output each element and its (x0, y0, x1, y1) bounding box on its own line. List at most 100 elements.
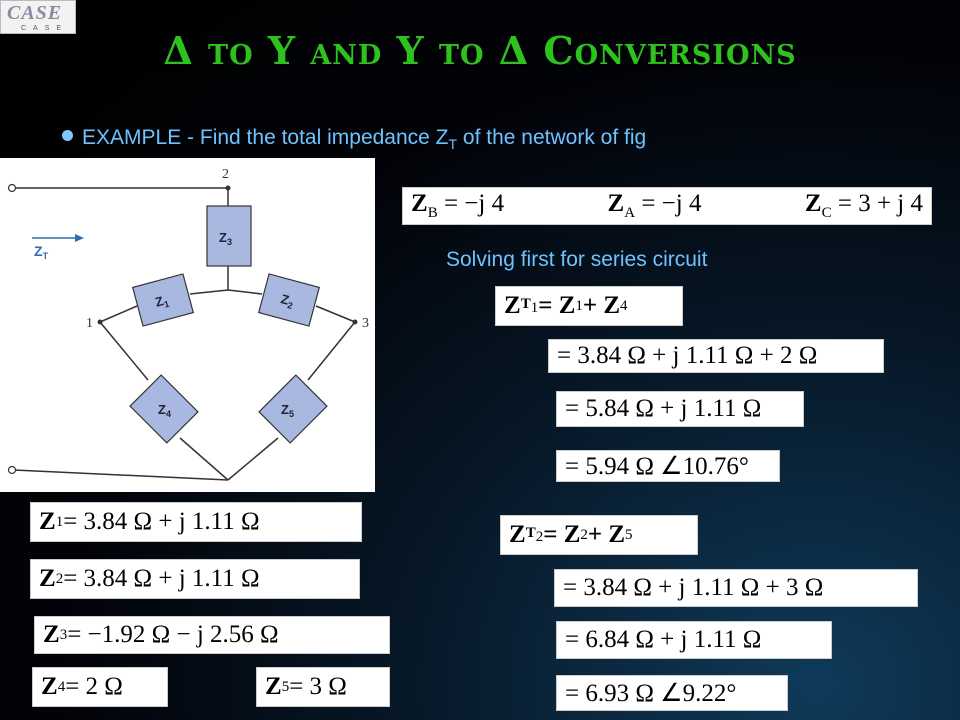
zt1-lhs-sub2: 1 (530, 299, 539, 316)
z4-box (129, 374, 199, 444)
given-zc: ZC = 3 + j 4 (805, 190, 923, 222)
series-note: Solving first for series circuit (446, 248, 708, 271)
zt-label: ZT (34, 243, 49, 261)
zt1-a: 1 (575, 297, 583, 314)
wire-z1-node1 (99, 305, 138, 323)
wire-node1-z4 (99, 321, 149, 381)
z4-label-sub: 4 (166, 409, 171, 419)
terminal-top (7, 183, 17, 193)
logo-subtext: CASE (21, 25, 69, 32)
zt2-step2: = 6.84 Ω + j 1.11 Ω (556, 621, 832, 659)
z5-box (258, 374, 328, 444)
z2-box (257, 273, 321, 327)
bullet-tail: of the network of fig (457, 126, 647, 149)
zt1-mid: + Z (582, 292, 621, 319)
zt2-mid: + Z (587, 521, 626, 548)
z4-impedance (129, 374, 199, 444)
given-zb-var: Z (411, 190, 428, 217)
z2-var: Z (39, 565, 56, 592)
z2-sub: 2 (55, 570, 64, 587)
wire-center-z1 (189, 289, 229, 295)
z3-label-main: Z (219, 230, 227, 245)
zt2-lhs-sub: T2 (526, 525, 544, 546)
z5-label-main: Z (281, 402, 289, 417)
given-za: ZA = −j 4 (608, 190, 702, 222)
z3-rhs: = −1.92 Ω − j 2.56 Ω (67, 621, 279, 648)
z1-label-main: Z (153, 293, 165, 310)
example-bullet: EXAMPLE - Find the total impedance ZT of… (62, 126, 646, 152)
z1-sub: 1 (55, 513, 64, 530)
zt-label-main: Z (34, 243, 43, 259)
node-3-dot (352, 319, 358, 325)
wire-z5-bottom (227, 437, 279, 481)
z5-label-sub: 5 (289, 409, 294, 419)
z1-label-sub: 1 (163, 299, 170, 310)
wire-z4-bottom (179, 437, 229, 481)
zt1-step3: = 5.94 Ω ∠10.76° (556, 450, 780, 482)
z2-label: Z2 (279, 291, 296, 311)
given-zc-sub: C (821, 205, 832, 221)
terminal-bottom (7, 465, 17, 475)
z4-label: Z4 (158, 402, 171, 419)
given-za-sub: A (624, 205, 636, 221)
slide-title: Δ to Y and Y to Δ Conversions (163, 28, 797, 73)
node-1-dot (97, 319, 103, 325)
zt2-lhs-sub-main: T (525, 524, 536, 541)
wire-z2-node3 (315, 305, 356, 323)
wire-node3-z5 (307, 321, 356, 381)
wire-center-z2 (227, 289, 263, 295)
z1-var: Z (39, 508, 56, 535)
wire-bottom (13, 469, 229, 481)
zt-label-sub: T (43, 251, 49, 261)
zt2-lhs-sub2: 2 (535, 528, 544, 545)
z2-label-main: Z (279, 291, 291, 308)
zt1-lhs: Z (504, 292, 521, 319)
zt2-step1: = 3.84 Ω + j 1.11 Ω + 3 Ω (554, 569, 918, 607)
given-za-rhs: = −j 4 (635, 190, 702, 217)
node-1-label: 1 (86, 316, 93, 331)
zt-arrowhead-icon (75, 234, 84, 242)
bullet-dot-icon (62, 130, 73, 141)
zt1-step2: = 5.84 Ω + j 1.11 Ω (556, 391, 804, 427)
zt1-rhs: = Z (538, 292, 576, 319)
zt2-a: 2 (580, 526, 588, 543)
zt2-step3: = 6.93 Ω ∠9.22° (556, 675, 788, 711)
z4-rhs: = 2 Ω (65, 673, 123, 700)
zt1-b: 4 (620, 297, 628, 314)
zt2-rhs: = Z (543, 521, 581, 548)
bullet-sub: T (448, 136, 458, 153)
given-zc-var: Z (804, 190, 822, 217)
circuit-figure: 2 1 3 ZT Z3 Z1 Z2 Z4 Z5 (0, 158, 375, 492)
z2-rhs: = 3.84 Ω + j 1.11 Ω (63, 565, 260, 592)
z3-var: Z (43, 621, 60, 648)
z5-label: Z5 (281, 402, 294, 419)
z3-label: Z3 (219, 230, 232, 247)
z2-impedance: Z2 (257, 273, 321, 327)
given-zb: ZB = −j 4 (411, 190, 504, 222)
z5-impedance (258, 374, 328, 444)
z3-label-sub: 3 (227, 237, 232, 247)
z1-box (131, 273, 195, 327)
zt1-lhs-sub-main: T (520, 295, 531, 312)
given-zb-sub: B (427, 205, 438, 221)
z3-impedance (206, 205, 252, 267)
circuit-diagram: 2 1 3 ZT Z3 Z1 Z2 Z4 Z5 (7, 167, 369, 481)
z5-sub: 5 (281, 678, 290, 695)
z1-rhs: = 3.84 Ω + j 1.11 Ω (63, 508, 260, 535)
z5-rhs: = 3 Ω (289, 673, 347, 700)
logo-mark: CASE (7, 2, 63, 24)
zt1-step1: = 3.84 Ω + j 1.11 Ω + 2 Ω (548, 339, 884, 373)
zt2-b: 5 (625, 526, 633, 543)
case-logo: CASE CASE (0, 0, 76, 34)
z1-impedance: Z1 (131, 273, 195, 327)
node-3-label: 3 (362, 316, 369, 331)
given-zc-rhs: = 3 + j 4 (831, 190, 923, 217)
z4-var: Z (41, 673, 58, 700)
z3-sub: 3 (59, 626, 68, 643)
